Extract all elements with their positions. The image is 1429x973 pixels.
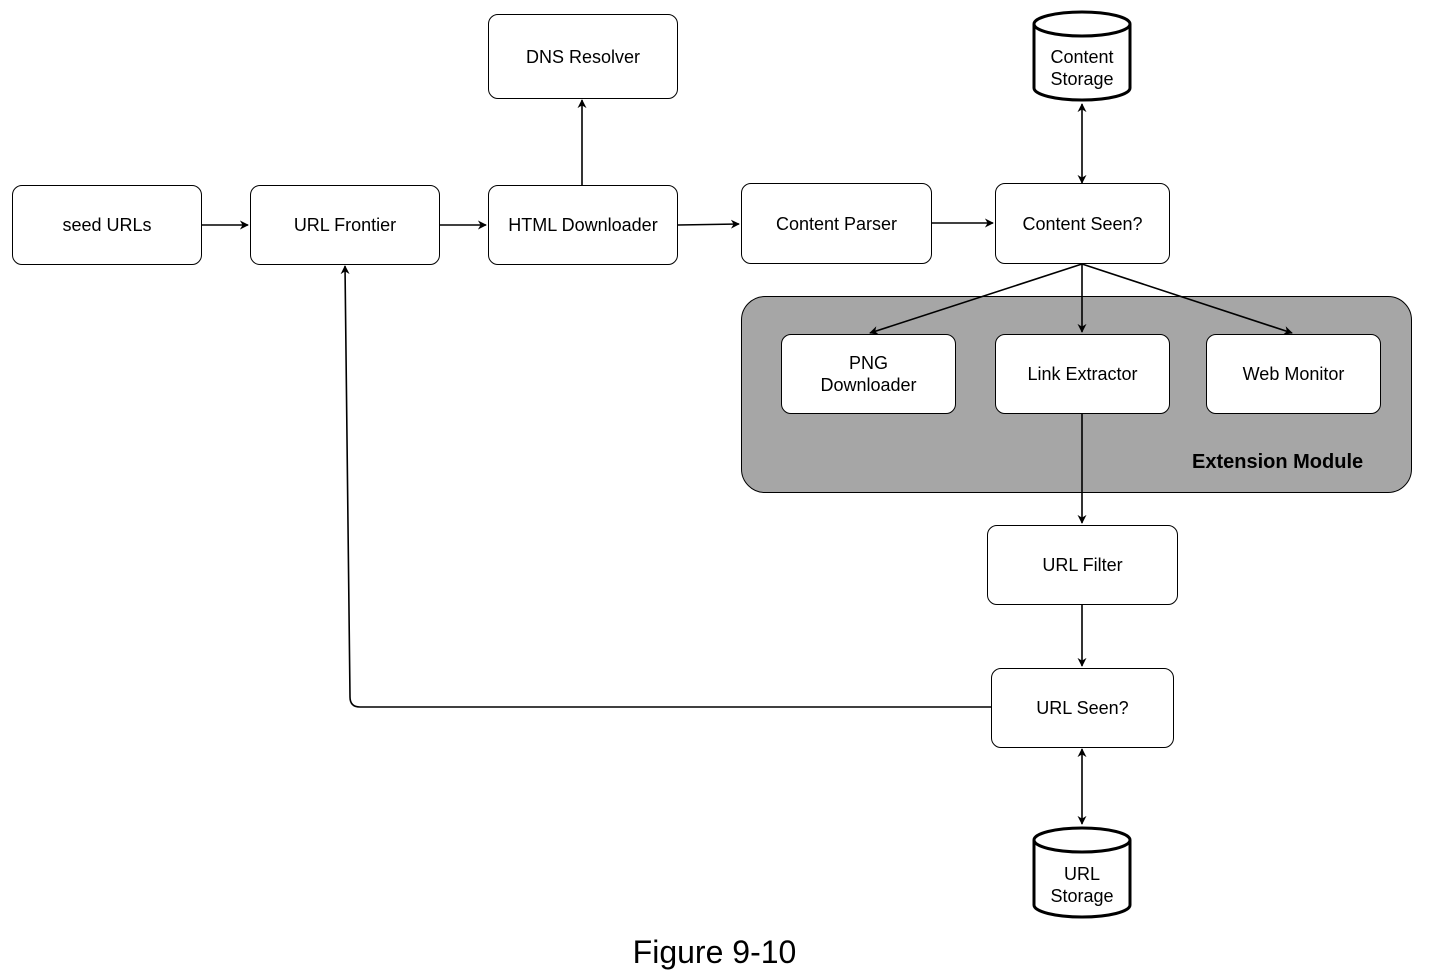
content-seen-label: Content Seen? [1022, 213, 1143, 234]
url-seen-node: URL Seen? [991, 668, 1174, 748]
edge-html-to-parser [677, 219, 740, 229]
edge-seen-to-monitor [1081, 263, 1293, 335]
url-storage-label: URL Storage [1050, 864, 1114, 906]
link-extractor-label: Link Extractor [1027, 364, 1138, 384]
content-storage-cylinder [1032, 10, 1132, 102]
url-filter-node: URL Filter [987, 525, 1178, 605]
url-seen-label: URL Seen? [1036, 698, 1129, 718]
extension-module-label: Extension Module [1192, 451, 1364, 473]
content-storage-label: Content Storage [1050, 47, 1114, 89]
seed-urls-node: seed URLs [12, 185, 202, 265]
content-parser-label: Content Parser [775, 213, 898, 234]
png-downloader-label: PNG Downloader [820, 353, 917, 395]
url-filter-label: URL Filter [1042, 555, 1123, 575]
link-extractor-node: Link Extractor [995, 334, 1170, 414]
dns-resolver-label: DNS Resolver [525, 46, 641, 67]
edge-urlseen-to-frontier [340, 265, 991, 708]
seed-urls-label: seed URLs [62, 215, 152, 235]
web-monitor-node: Web Monitor [1206, 334, 1381, 414]
dns-resolver-node: DNS Resolver [488, 14, 678, 99]
url-storage-cylinder [1032, 826, 1132, 919]
figure-caption: Figure 9-10 [632, 934, 797, 970]
png-downloader-node: PNG Downloader [781, 334, 956, 414]
html-downloader-node: HTML Downloader [488, 185, 678, 265]
content-parser-node: Content Parser [741, 183, 932, 264]
content-seen-node: Content Seen? [995, 183, 1170, 264]
html-downloader-label: HTML Downloader [508, 215, 658, 235]
url-frontier-label: URL Frontier [293, 215, 397, 235]
url-frontier-node: URL Frontier [250, 185, 440, 265]
edge-seen-to-png [869, 263, 1083, 335]
web-monitor-label: Web Monitor [1242, 364, 1345, 384]
